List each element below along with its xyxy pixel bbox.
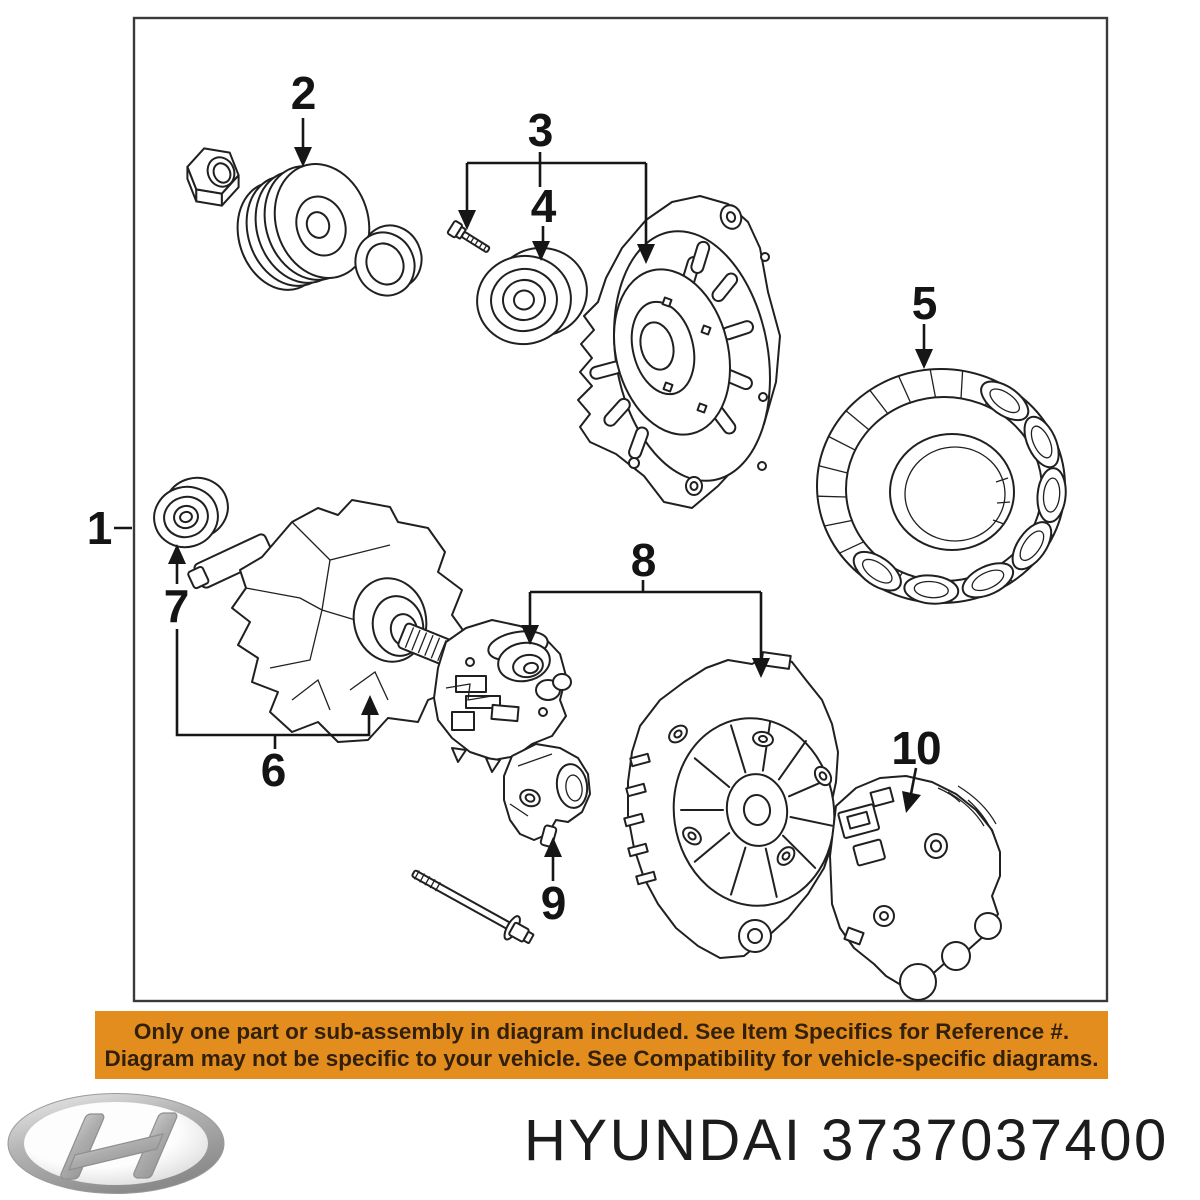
- part-voltage-regulator: [503, 743, 591, 848]
- part-rotor: [187, 499, 471, 743]
- part-adjust-bolt: [446, 220, 491, 253]
- part-rotor-bearing: [153, 476, 229, 549]
- part-rear-cover: [829, 775, 1002, 1001]
- diagram-frame: [132, 16, 1109, 1003]
- part-front-housing: [577, 195, 781, 509]
- part-through-bolt: [411, 869, 535, 944]
- hyundai-logo: [7, 1093, 225, 1194]
- callout-label-6: 6: [260, 744, 287, 796]
- part-stator: [816, 368, 1067, 605]
- callout-label-7: 7: [163, 580, 190, 632]
- callout-label-3: 3: [527, 104, 554, 156]
- disclaimer-line-2: Diagram may not be specific to your vehi…: [104, 1046, 1099, 1071]
- callout-label-2: 2: [290, 67, 317, 119]
- brand-name: HYUNDAI: [524, 1108, 803, 1173]
- callout-label-10: 10: [891, 722, 941, 774]
- callout-lines: [114, 118, 926, 881]
- part-rectifier-brush-assembly: [433, 619, 572, 773]
- disclaimer-line-1: Only one part or sub-assembly in diagram…: [133, 1019, 1070, 1044]
- part-front-bearing: [476, 246, 588, 346]
- callout-label-5: 5: [911, 277, 938, 329]
- part-pulley: [236, 163, 371, 291]
- callout-label-9: 9: [540, 877, 567, 929]
- callout-label-1: 1: [86, 502, 113, 554]
- part-rear-housing: [623, 651, 839, 959]
- part-number: 3737037400: [821, 1108, 1169, 1173]
- callout-label-4: 4: [530, 180, 557, 232]
- disclaimer-banner: Only one part or sub-assembly in diagram…: [95, 1011, 1108, 1079]
- callout-label-8: 8: [630, 534, 657, 586]
- callout-arrows: [168, 147, 933, 857]
- part-spacer-ring: [354, 224, 423, 297]
- part-lock-nut: [186, 147, 240, 207]
- footer-part-number: HYUNDAI 3737037400: [524, 1112, 1169, 1170]
